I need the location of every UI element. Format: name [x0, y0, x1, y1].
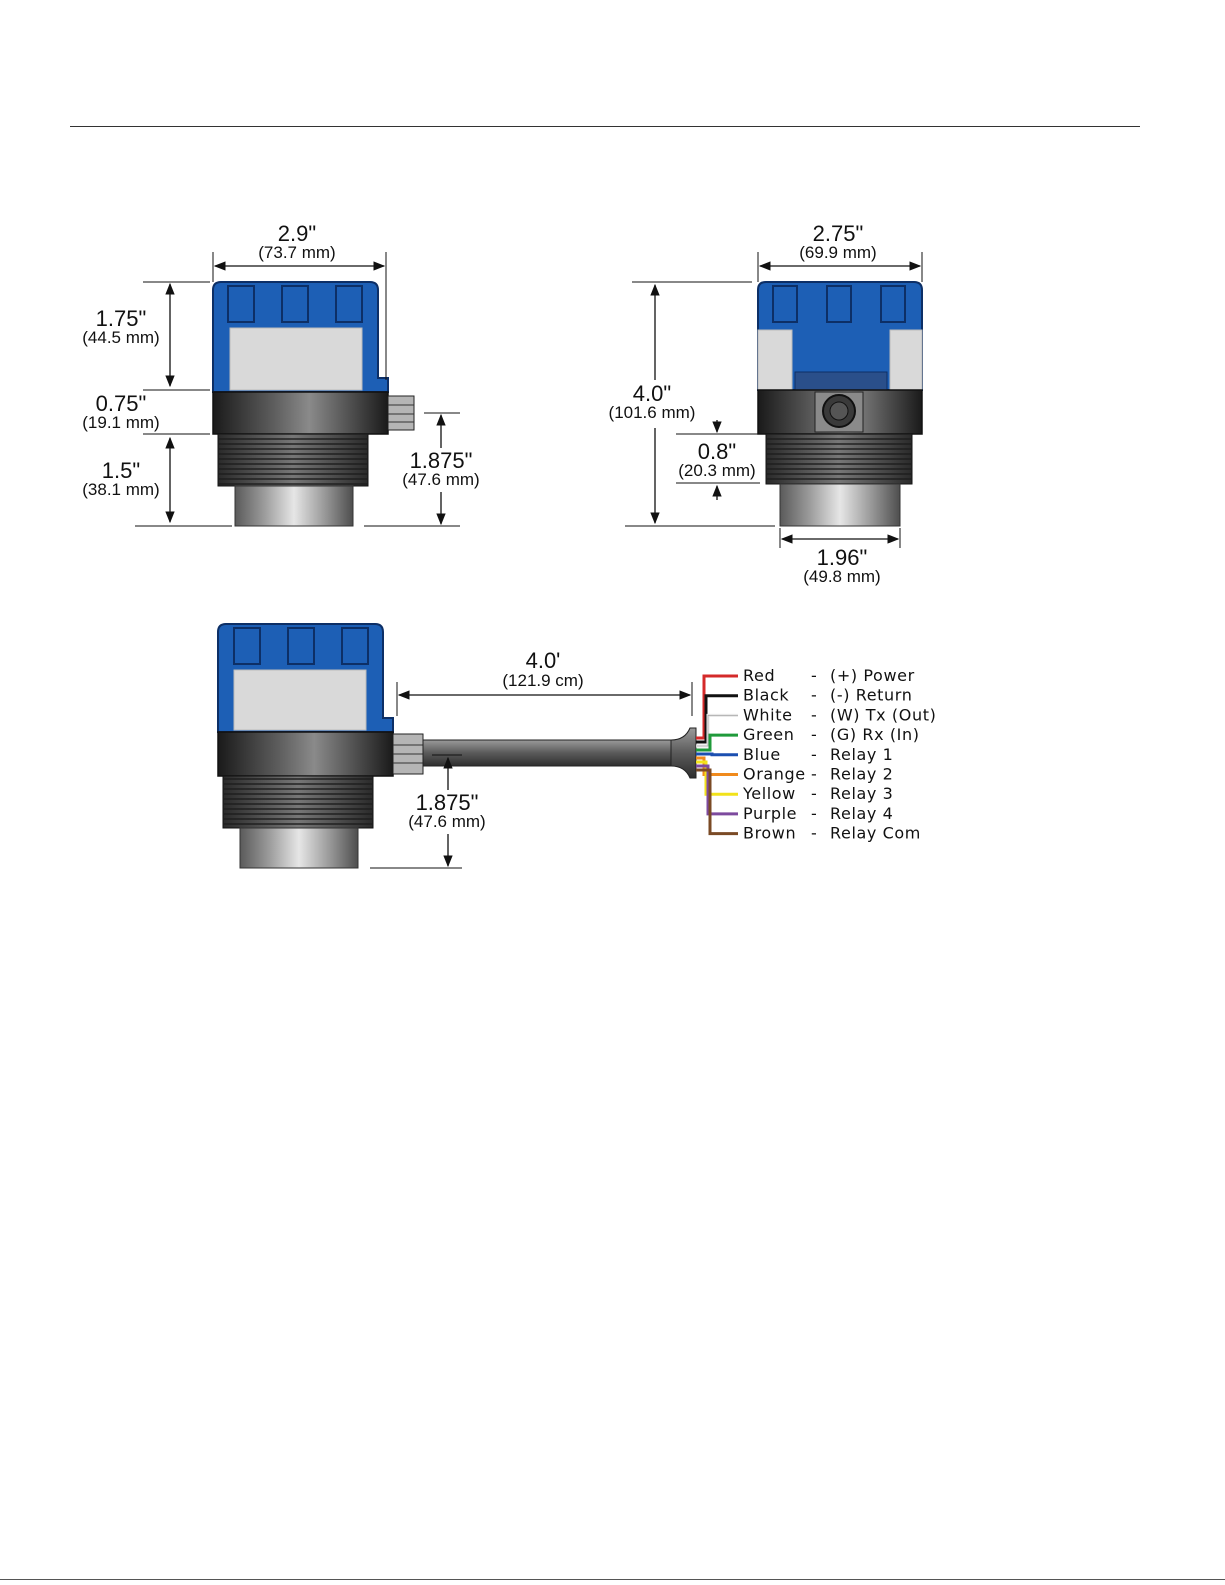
- collar-offset-metric: (20.3 mm): [678, 461, 755, 480]
- wire-row: Black -(-) Return: [743, 686, 912, 705]
- wire-color-name: Brown: [743, 824, 796, 843]
- cap-height-label: 1.75": [96, 306, 147, 331]
- front-width-metric: (73.7 mm): [258, 243, 335, 262]
- side-width-label: 2.75": [813, 221, 864, 246]
- wire-function: Relay 1: [830, 745, 893, 764]
- wire-row: Yellow-Relay 3: [742, 784, 893, 803]
- wire-color-name: Purple: [743, 804, 797, 823]
- wire-lead-blue: [696, 752, 738, 757]
- wire-color-name: Red: [743, 666, 775, 685]
- cable-fitting-height-label: 1.875": [416, 790, 479, 815]
- wire-row: Orange-Relay 2: [743, 765, 893, 784]
- wire-lead-black: [696, 694, 738, 744]
- wire-function: (G) Rx (In): [830, 725, 920, 744]
- cable-fitting-height-metric: (47.6 mm): [408, 812, 485, 831]
- wire-separator: -: [811, 686, 817, 705]
- wire-separator: -: [811, 705, 817, 724]
- wire-lead-green: [696, 733, 738, 752]
- fitting-height-label: 1.875": [410, 448, 473, 473]
- wire-separator: -: [811, 745, 817, 764]
- collar-height-metric: (19.1 mm): [82, 413, 159, 432]
- wire-row: Red -(+) Power: [743, 666, 915, 685]
- total-height-label: 4.0": [633, 381, 671, 406]
- front-view-sensor: [212, 281, 415, 527]
- thread-height-metric: (38.1 mm): [82, 480, 159, 499]
- side-dimension-labels: 2.75" (69.9 mm) 4.0" (101.6 mm) 0.8" (20…: [609, 221, 881, 586]
- wire-function: Relay 4: [830, 804, 893, 823]
- cable-dimension-labels: 4.0' (121.9 cm) 1.875" (47.6 mm): [408, 648, 583, 831]
- wire-separator: -: [811, 765, 817, 784]
- sensor-diameter-metric: (49.8 mm): [803, 567, 880, 586]
- header-rule: [70, 126, 1140, 127]
- front-width-label: 2.9": [278, 221, 316, 246]
- sensor-diameter-label: 1.96": [817, 545, 868, 570]
- wire-lead-purple: [696, 764, 738, 816]
- side-view-sensor: [757, 281, 923, 527]
- total-height-metric: (101.6 mm): [609, 403, 696, 422]
- side-width-metric: (69.9 mm): [799, 243, 876, 262]
- wire-color-name: Blue: [743, 745, 781, 764]
- wire-row: Purple-Relay 4: [743, 804, 893, 823]
- front-dimension-labels: 2.9" (73.7 mm) 1.75" (44.5 mm) 0.75" (19…: [82, 221, 479, 499]
- wire-function: Relay 2: [830, 765, 893, 784]
- wire-color-name: Orange: [743, 765, 806, 784]
- wire-separator: -: [811, 666, 817, 685]
- thread-height-label: 1.5": [102, 458, 140, 483]
- wire-row: Brown-Relay Com: [743, 824, 921, 843]
- wire-color-name: Yellow: [742, 784, 796, 803]
- cable-dimension-lines: [370, 682, 693, 869]
- collar-height-label: 0.75": [96, 391, 147, 416]
- wire-function: (W) Tx (Out): [830, 705, 936, 724]
- wire-function: Relay Com: [830, 824, 921, 843]
- wire-row: Green-(G) Rx (In): [743, 725, 920, 744]
- wire-lead-brown: [696, 768, 738, 836]
- wire-function: (+) Power: [830, 666, 915, 685]
- collar-offset-label: 0.8": [698, 439, 736, 464]
- cap-height-metric: (44.5 mm): [82, 328, 159, 347]
- wire-row: White-(W) Tx (Out): [743, 705, 936, 724]
- wire-color-name: White: [743, 705, 793, 724]
- cable-length-metric: (121.9 cm): [502, 671, 583, 690]
- cable-view-sensor: [217, 623, 697, 869]
- wire-separator: -: [811, 784, 817, 803]
- front-dimension-lines: [135, 252, 460, 527]
- wire-lead-yellow: [696, 760, 738, 796]
- wire-separator: -: [811, 804, 817, 823]
- wire-function: (-) Return: [830, 686, 912, 705]
- wire-lead-red: [696, 674, 738, 740]
- footer-rule: [0, 1579, 1225, 1580]
- wire-separator: -: [811, 824, 817, 843]
- side-dimension-lines: [625, 252, 923, 548]
- wire-lead-outline: [696, 715, 738, 747]
- wire-row: Blue -Relay 1: [743, 745, 893, 764]
- wire-separator: -: [811, 725, 817, 744]
- cable-length-label: 4.0': [526, 648, 561, 673]
- wire-color-name: Green: [743, 725, 794, 744]
- wire-leads: [696, 674, 738, 836]
- wire-function: Relay 3: [830, 784, 893, 803]
- wire-color-name: Black: [743, 686, 789, 705]
- fitting-height-metric: (47.6 mm): [402, 470, 479, 489]
